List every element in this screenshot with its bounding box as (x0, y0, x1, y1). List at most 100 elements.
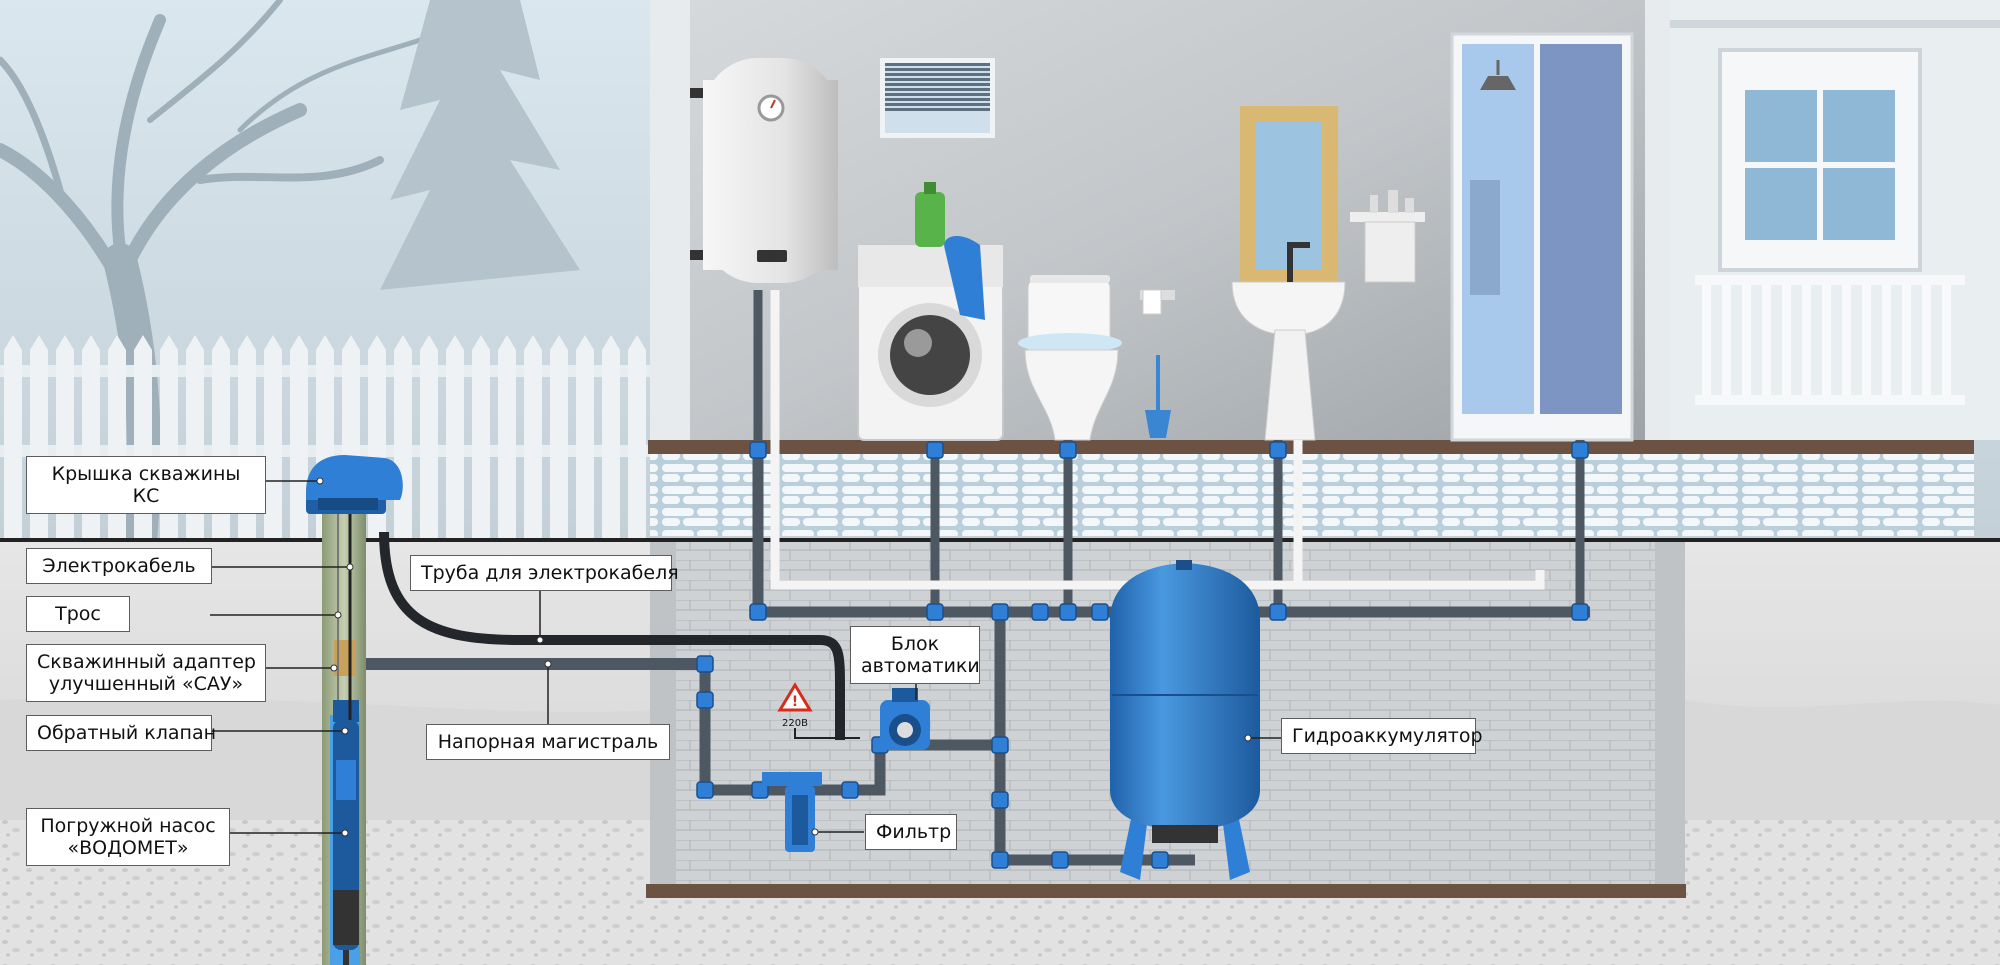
porch-baluster (1742, 285, 1751, 395)
toilet-icon (1018, 275, 1122, 441)
fence-picket (576, 335, 594, 540)
porch-baluster (1702, 285, 1711, 395)
label-well-cap: Крышка скважины КС (26, 456, 266, 514)
exterior-house-icon (1655, 0, 2000, 440)
porch-baluster (1862, 285, 1871, 395)
pipe-fitting (749, 441, 767, 459)
pipe-fitting (1269, 603, 1287, 621)
label-rope: Трос (26, 596, 130, 632)
label-well-cap-line1: Крышка скважины (51, 463, 241, 485)
label-automation-unit: Блок автоматики (850, 626, 980, 684)
fence-picket (264, 335, 282, 540)
blind-slat (885, 93, 990, 96)
pipe-fitting (1059, 441, 1077, 459)
fence-picket (472, 335, 490, 540)
water-heater-icon (690, 58, 838, 283)
blind-slat (885, 103, 990, 106)
pipe-fittings (696, 441, 1589, 869)
blind-slat (885, 63, 990, 66)
pipe-fitting (696, 655, 714, 673)
well-cap-icon (306, 455, 403, 514)
label-cable-pipe-text: Труба для электрокабеля (421, 562, 679, 584)
label-electric-cable: Электрокабель (26, 548, 212, 584)
label-filter: Фильтр (865, 814, 957, 850)
label-pressure-main-text: Напорная магистраль (437, 731, 659, 753)
washing-machine-icon (857, 182, 1004, 441)
fence-picket (498, 335, 516, 540)
label-pressure-main: Напорная магистраль (426, 724, 670, 760)
label-well-adapter-line1: Скважинный адаптер (37, 651, 256, 673)
fence-picket (628, 335, 646, 540)
fence-picket (4, 335, 22, 540)
porch-baluster (1822, 285, 1831, 395)
porch-baluster (1722, 285, 1731, 395)
pipe-fitting (1059, 603, 1077, 621)
label-electric-cable-text: Электрокабель (42, 555, 196, 577)
pipe-fitting (1031, 603, 1049, 621)
pipe-fitting (696, 781, 714, 799)
voltage-label: 220В (782, 718, 808, 729)
pipe-fitting (991, 791, 1009, 809)
automation-unit-icon (880, 688, 930, 750)
fence-picket (524, 335, 542, 540)
porch-baluster (1902, 285, 1911, 395)
blind-slat (885, 98, 990, 101)
porch-baluster (1762, 285, 1771, 395)
blind-slat (885, 83, 990, 86)
label-cable-pipe: Труба для электрокабеля (410, 555, 679, 591)
label-pump-line2: «ВОДОМЕТ» (67, 837, 189, 859)
stone-foundation (650, 454, 1974, 536)
blind-slat (885, 88, 990, 91)
fence-picket (602, 335, 620, 540)
fence-picket (446, 335, 464, 540)
blind-slat (885, 108, 990, 111)
pipe-fitting (1091, 603, 1109, 621)
pipe-fitting (926, 603, 944, 621)
pipe-fitting (991, 603, 1009, 621)
fence-picket (290, 335, 308, 540)
label-automation-line2: автоматики (861, 655, 980, 677)
blind-slat (885, 78, 990, 81)
label-accumulator: Гидроаккумулятор (1281, 718, 1483, 754)
basement-floor (646, 884, 1686, 898)
pump-icon (333, 720, 359, 965)
porch-baluster (1922, 285, 1931, 395)
cable-conduit (379, 531, 845, 740)
label-automation-line1: Блок (890, 633, 940, 655)
porch-baluster (1802, 285, 1811, 395)
fence-picket (420, 335, 438, 540)
pipe-fitting (1151, 851, 1169, 869)
label-well-cap-line2: КС (132, 485, 160, 507)
pipe-fitting (926, 441, 944, 459)
accumulator-tank-icon (1110, 560, 1260, 880)
pipe-fitting (991, 736, 1009, 754)
pipe-fitting (991, 851, 1009, 869)
pipe-fitting (1571, 603, 1589, 621)
label-pump-line1: Погружной насос (40, 815, 216, 837)
check-valve-part (333, 700, 359, 722)
label-accumulator-text: Гидроаккумулятор (1292, 725, 1483, 747)
label-submersible-pump: Погружной насос «ВОДОМЕТ» (26, 808, 230, 866)
filter-icon (762, 772, 822, 852)
label-well-adapter: Скважинный адаптер улучшенный «САУ» (26, 644, 266, 702)
shower-cabin-icon (1450, 32, 1634, 442)
pipe-fitting (1051, 851, 1069, 869)
label-filter-text: Фильтр (876, 821, 952, 843)
blind-slat (885, 68, 990, 71)
porch-baluster (1842, 285, 1851, 395)
blind-slat (885, 73, 990, 76)
toilet-paper-icon (1140, 289, 1175, 438)
label-rope-text: Трос (55, 603, 101, 625)
porch-baluster (1882, 285, 1891, 395)
sink-icon (1231, 242, 1346, 441)
fence-picket (550, 335, 568, 540)
window-icon (880, 58, 995, 138)
label-well-adapter-line2: улучшенный «САУ» (48, 673, 244, 695)
pipe-fitting (696, 691, 714, 709)
svg-text:!: ! (792, 694, 798, 710)
label-check-valve-text: Обратный клапан (37, 722, 217, 744)
floor-slab (648, 440, 1974, 454)
porch-baluster (1942, 285, 1951, 395)
